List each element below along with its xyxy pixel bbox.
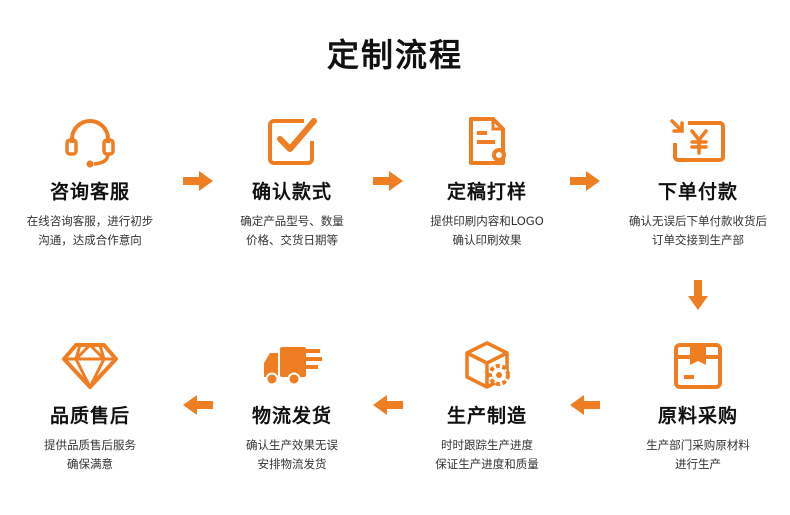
step-description: 确认生产效果无误安排物流发货: [246, 438, 338, 471]
step-description: 确认无误后下单付款收货后订单交接到生产部: [629, 214, 767, 247]
step-shipping: 物流发货 确认生产效果无误安排物流发货: [202, 337, 382, 474]
arrow-right-icon: [183, 171, 213, 191]
arrow-left-icon: [373, 395, 403, 415]
document-icon: [469, 117, 506, 165]
checkbox-icon: [268, 118, 317, 165]
delivery-truck-icon: [264, 347, 322, 386]
step-description: 在线咨询客服，进行初步沟通，达成合作意向: [26, 214, 154, 247]
step-payment: 下单付款 确认无误后下单付款收货后订单交接到生产部: [608, 113, 788, 250]
step-description: 确定产品型号、数量价格、交货日期等: [240, 214, 344, 247]
step-name: 定稿打样: [446, 181, 527, 203]
step-manufacture: 生产制造 时时跟踪生产进度保证生产进度和质量: [397, 337, 577, 474]
diamond-icon: [62, 343, 118, 389]
yuan-payment-icon: [670, 119, 725, 162]
step-description: 生产部门采购原材料进行生产: [646, 438, 750, 471]
step-description: 时时跟踪生产进度保证生产进度和质量: [435, 438, 539, 471]
headset-icon: [65, 119, 115, 168]
step-confirm-style: 确认款式 确定产品型号、数量价格、交货日期等: [202, 113, 382, 250]
step-name: 物流发货: [251, 405, 332, 427]
arrow-down-icon: [688, 280, 708, 310]
step-name: 生产制造: [446, 405, 527, 427]
step-name: 品质售后: [49, 405, 130, 427]
arrow-left-icon: [570, 395, 600, 415]
step-name: 咨询客服: [49, 181, 130, 203]
step-consult: 咨询客服 在线咨询客服，进行初步沟通，达成合作意向: [0, 113, 180, 250]
step-name: 下单付款: [657, 181, 738, 203]
step-after-sales: 品质售后 提供品质售后服务确保满意: [0, 337, 180, 474]
step-description: 提供品质售后服务确保满意: [44, 438, 136, 471]
arrow-right-icon: [373, 171, 403, 191]
arrow-right-icon: [570, 171, 600, 191]
arrow-left-icon: [183, 395, 213, 415]
package-box-icon: [674, 343, 722, 389]
step-name: 原料采购: [657, 405, 738, 427]
cube-gear-icon: [465, 341, 510, 389]
step-name: 确认款式: [251, 181, 332, 203]
step-procurement: 原料采购 生产部门采购原材料进行生产: [608, 337, 788, 474]
page-title: 定制流程: [326, 36, 463, 74]
